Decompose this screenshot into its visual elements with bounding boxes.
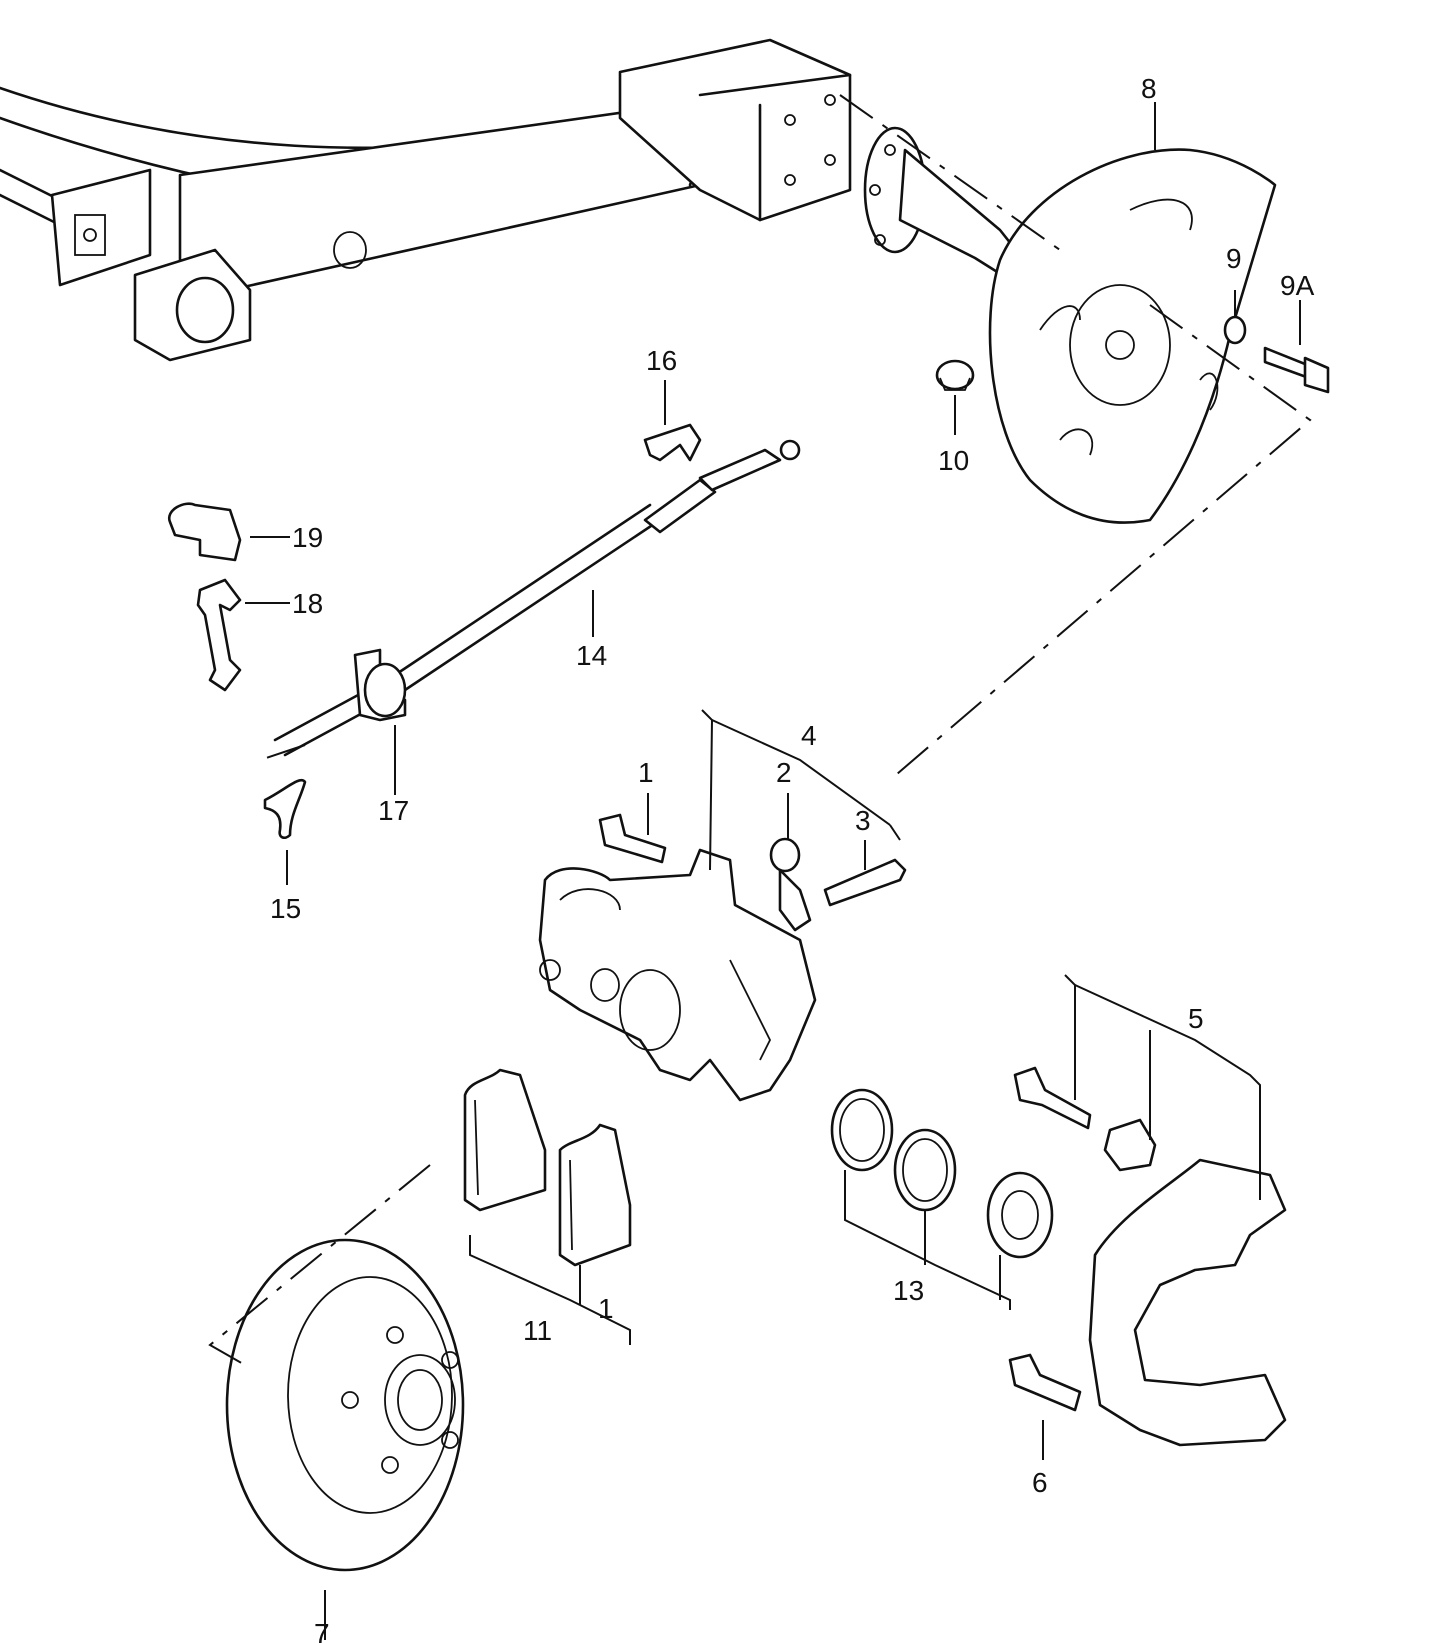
- bleeder-cap-part-2: [769, 837, 812, 932]
- seal-kit-part-13: [830, 1088, 1054, 1259]
- washer-part-9: [1223, 315, 1247, 345]
- bolt-part-9a: [1263, 346, 1330, 394]
- bracket-part-18: [196, 578, 242, 692]
- callout-6: 6: [1032, 1467, 1048, 1498]
- callout-4: 4: [801, 720, 817, 751]
- callout-9: 9: [1226, 243, 1242, 274]
- callout-13: 13: [893, 1275, 924, 1306]
- assembly-centerlines: [208, 94, 1312, 1366]
- callout-9a: 9A: [1280, 270, 1315, 301]
- spring-clip-part-15: [263, 779, 307, 840]
- clip-part-17: [353, 648, 407, 722]
- callout-15: 15: [270, 893, 301, 924]
- callout-7: 7: [314, 1618, 330, 1643]
- callout-19: 19: [292, 522, 323, 553]
- guide-bolt-part-6: [1008, 1353, 1082, 1412]
- handbrake-cable-part-14: [273, 439, 801, 757]
- callout-17: 17: [378, 795, 409, 826]
- callout-10: 10: [938, 445, 969, 476]
- callout-11: 11: [523, 1315, 552, 1346]
- clip-part-19: [167, 502, 242, 562]
- caliper-carrier-part-5: [1013, 1066, 1287, 1447]
- leader-lines: [245, 102, 1301, 1640]
- bleeder-valve-part-3: [823, 858, 907, 907]
- backing-plate-part-8: [988, 148, 1277, 524]
- clip-part-16: [643, 423, 702, 462]
- callout-3: 3: [855, 805, 871, 836]
- brake-caliper-housing: [538, 848, 817, 1102]
- callout-8: 8: [1141, 73, 1157, 104]
- callout-18: 18: [292, 588, 323, 619]
- callout-16: 16: [646, 345, 677, 376]
- callout-1-lower: 1: [598, 1293, 614, 1324]
- callout-labels: 8 9 9A 10 16 19 18 14 17 15 4 2 1 3 5 11…: [270, 73, 1315, 1643]
- brake-pads-part-11: [463, 1068, 632, 1267]
- callout-14: 14: [576, 640, 607, 671]
- callout-1-upper: 1: [638, 757, 654, 788]
- brake-disc-part-7: [225, 1238, 465, 1572]
- cap-part-10: [935, 359, 975, 391]
- callout-5: 5: [1188, 1003, 1204, 1034]
- rear-axle-beam: [0, 38, 852, 362]
- bolt-part-1-upper: [598, 813, 667, 864]
- callout-2: 2: [776, 757, 792, 788]
